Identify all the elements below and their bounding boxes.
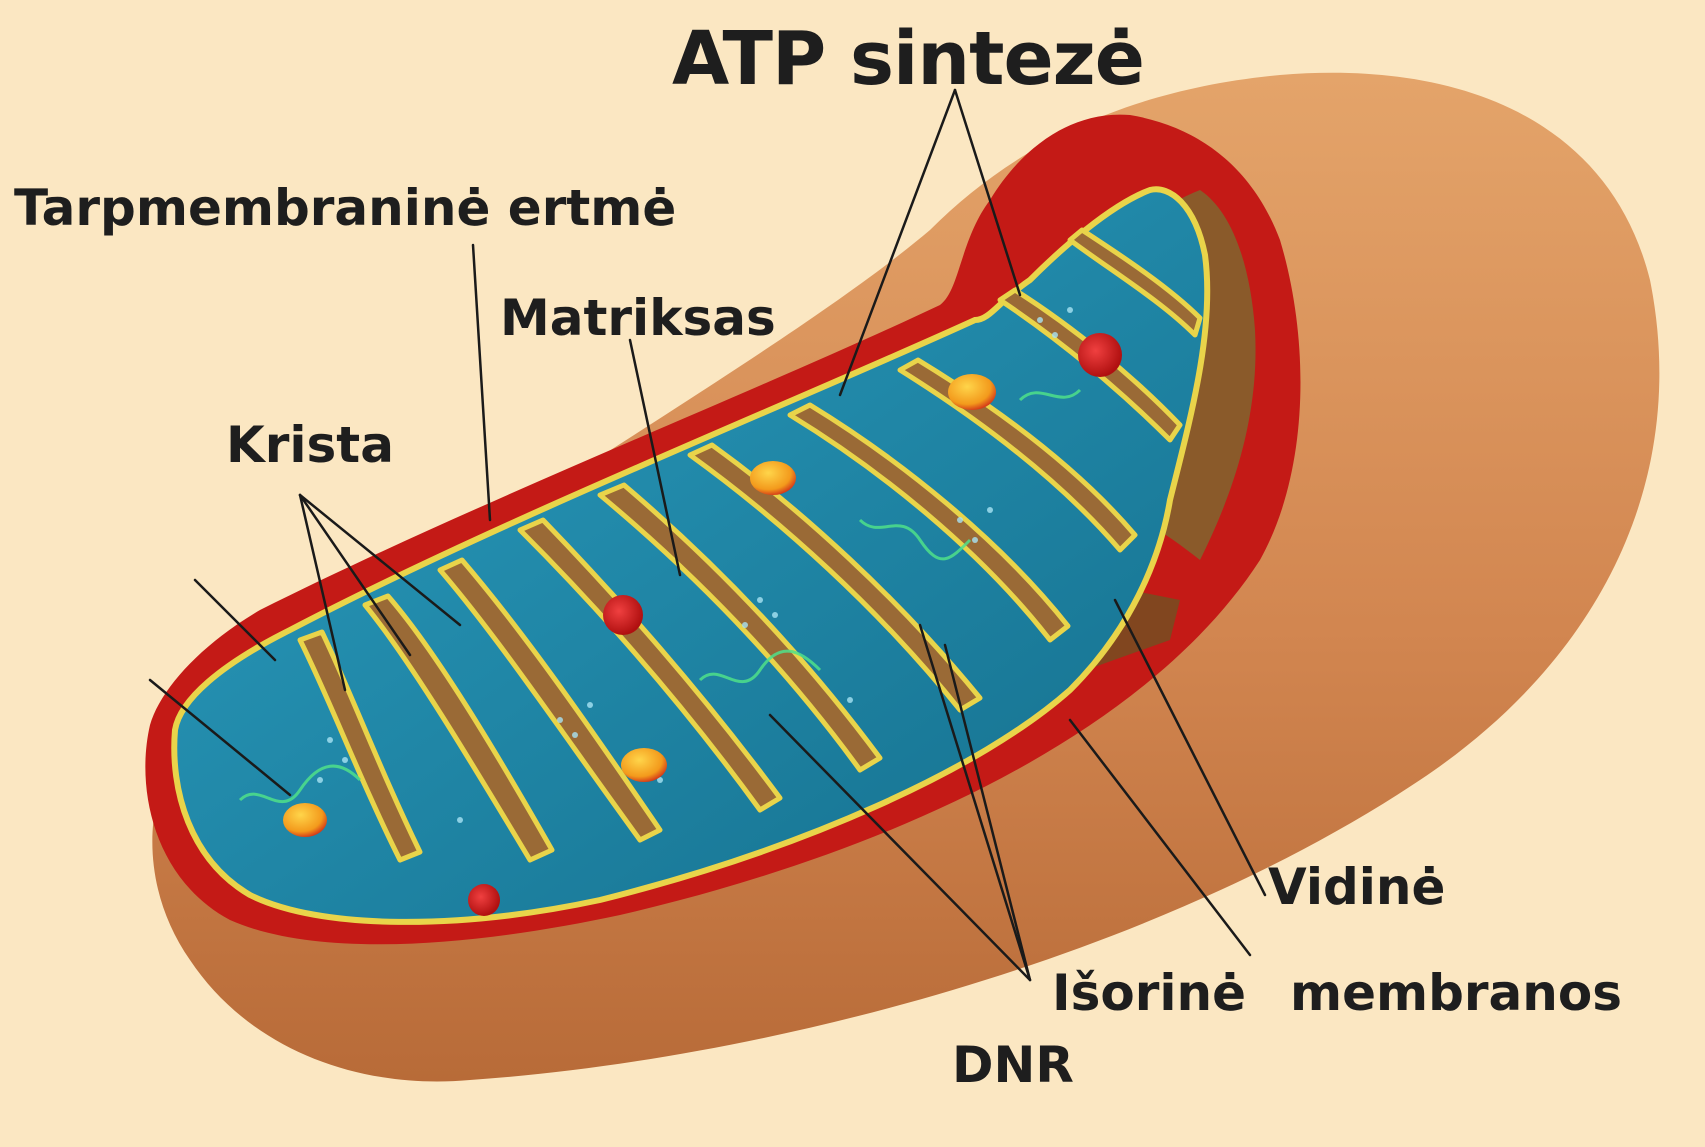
label-dnr: DNR [952, 1040, 1074, 1090]
granule [283, 803, 327, 837]
label-tarpmembranine-ertme: Tarpmembraninė ertmė [14, 183, 676, 233]
ribosome [1078, 333, 1122, 377]
label-atp-sinteze: ATP sintezė [672, 22, 1144, 96]
label-krista: Krista [226, 420, 394, 470]
granule [948, 374, 996, 410]
ribosome [603, 595, 643, 635]
granule [750, 461, 796, 495]
label-membranos: membranos [1290, 968, 1622, 1018]
label-matriksas: Matriksas [500, 293, 776, 343]
label-vidine: Vidinė [1268, 862, 1445, 912]
granule [621, 748, 667, 782]
label-isorine: Išorinė [1052, 968, 1246, 1018]
ribosome [468, 884, 500, 916]
